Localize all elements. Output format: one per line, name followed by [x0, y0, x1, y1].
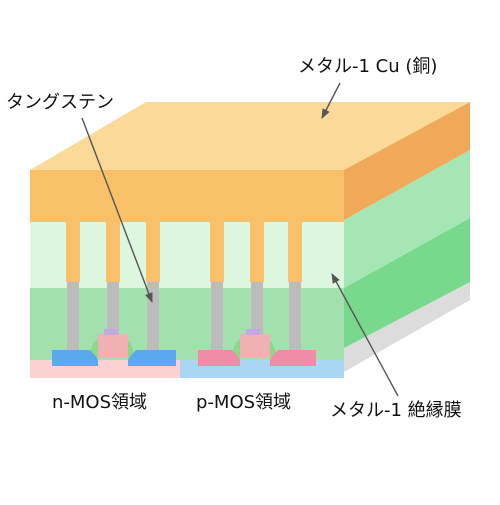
copper-side-face [344, 102, 470, 220]
tungsten-plug [211, 282, 223, 350]
tungsten-plug [67, 282, 79, 350]
tungsten-plug [107, 282, 119, 334]
copper-front-face [30, 170, 344, 282]
nmos-gate-cap [104, 329, 118, 335]
pmos-gate-cap [246, 329, 260, 335]
label-pmos-region: p-MOS領域 [196, 392, 292, 413]
nmos-drain-diffusion [128, 350, 176, 366]
substrate-side-face [344, 282, 470, 372]
lower-insulator-side-face [344, 218, 470, 348]
copper-top-face [30, 102, 470, 170]
leader-line-tungsten [81, 117, 153, 303]
nmos-source-diffusion [52, 350, 98, 366]
pmos-drain-diffusion [270, 350, 316, 366]
nmos-transistor [52, 329, 176, 366]
tungsten-plug [289, 282, 301, 350]
leader-line-metal1-insulator [331, 273, 399, 397]
label-tungsten: タングステン [6, 92, 114, 113]
tungsten-plug [251, 282, 263, 334]
nmos-gate [98, 334, 128, 358]
pmos-source-diffusion [198, 350, 240, 366]
label-metal1-cu: メタル-1 Cu (銅) [298, 56, 438, 77]
leader-line-metal1-cu [321, 82, 341, 119]
pmos-gate [240, 334, 270, 358]
label-metal1-insulator: メタル-1 絶縁膜 [330, 400, 462, 421]
label-nmos-region: n-MOS領域 [52, 392, 148, 413]
upper-insulator-side-face [344, 150, 470, 288]
pmos-transistor [198, 329, 316, 366]
